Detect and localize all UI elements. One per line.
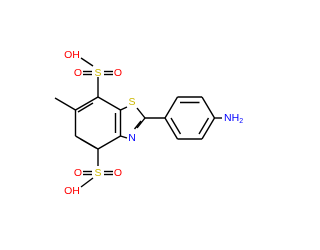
aminophenyl-ring xyxy=(145,96,222,140)
bond-c2-n3 xyxy=(136,117,146,129)
bond-c7-c6 xyxy=(75,96,99,111)
bond-s-oh-top xyxy=(80,57,94,67)
bond-s1-c2 xyxy=(136,107,146,119)
bond-n3-c3a xyxy=(120,135,128,139)
methyl-bond xyxy=(54,97,76,111)
oxygen-label-top-right: O xyxy=(114,67,122,79)
oh-label-top: OH xyxy=(64,49,80,61)
ring-nitrogen-label: N xyxy=(128,132,136,144)
thiazole-ring xyxy=(120,106,146,139)
oxygen-label-bottom-left: O xyxy=(74,167,82,179)
oxygen-label-top-left: O xyxy=(74,67,82,79)
amine-label: NH2 xyxy=(224,112,243,125)
sulfur-label-top: S xyxy=(94,67,101,79)
bond-c4-c3a xyxy=(97,135,121,150)
bond-c2-n3-inner xyxy=(133,120,142,130)
bond-ph3-ph4 xyxy=(201,96,216,119)
bond-ph6-ph1 xyxy=(164,117,179,140)
bond-c7-c6-inner xyxy=(77,102,94,113)
fused-benzene-ring xyxy=(74,96,122,150)
molecule-drawing: OH S O O S N S O O OH NH2 xyxy=(54,49,243,197)
bond-ph4-ph5-inner xyxy=(198,117,210,135)
bond-c7a-c7 xyxy=(97,96,121,111)
bond-ph4-ph5 xyxy=(201,117,216,140)
sulfonic-acid-top xyxy=(80,57,113,97)
bond-ph1-ph2 xyxy=(164,96,179,119)
bond-c7a-s1 xyxy=(120,106,128,111)
ring-sulfur-label: S xyxy=(128,96,135,108)
sulfur-label-bottom: S xyxy=(94,167,101,179)
amine-n: N xyxy=(224,112,232,124)
sulfonic-acid-bottom xyxy=(80,149,113,188)
oxygen-label-bottom-right: O xyxy=(114,167,122,179)
bond-ph6-ph1-inner xyxy=(170,117,182,135)
amine-h-count: 2 xyxy=(239,118,243,125)
bond-c5-c4-inner xyxy=(80,138,97,149)
bond-s-oh-bottom xyxy=(80,177,94,188)
structure-canvas: OH S O O S N S O O OH NH2 xyxy=(54,49,244,197)
oh-label-bottom: OH xyxy=(64,185,80,197)
amine-h: H xyxy=(232,112,240,124)
